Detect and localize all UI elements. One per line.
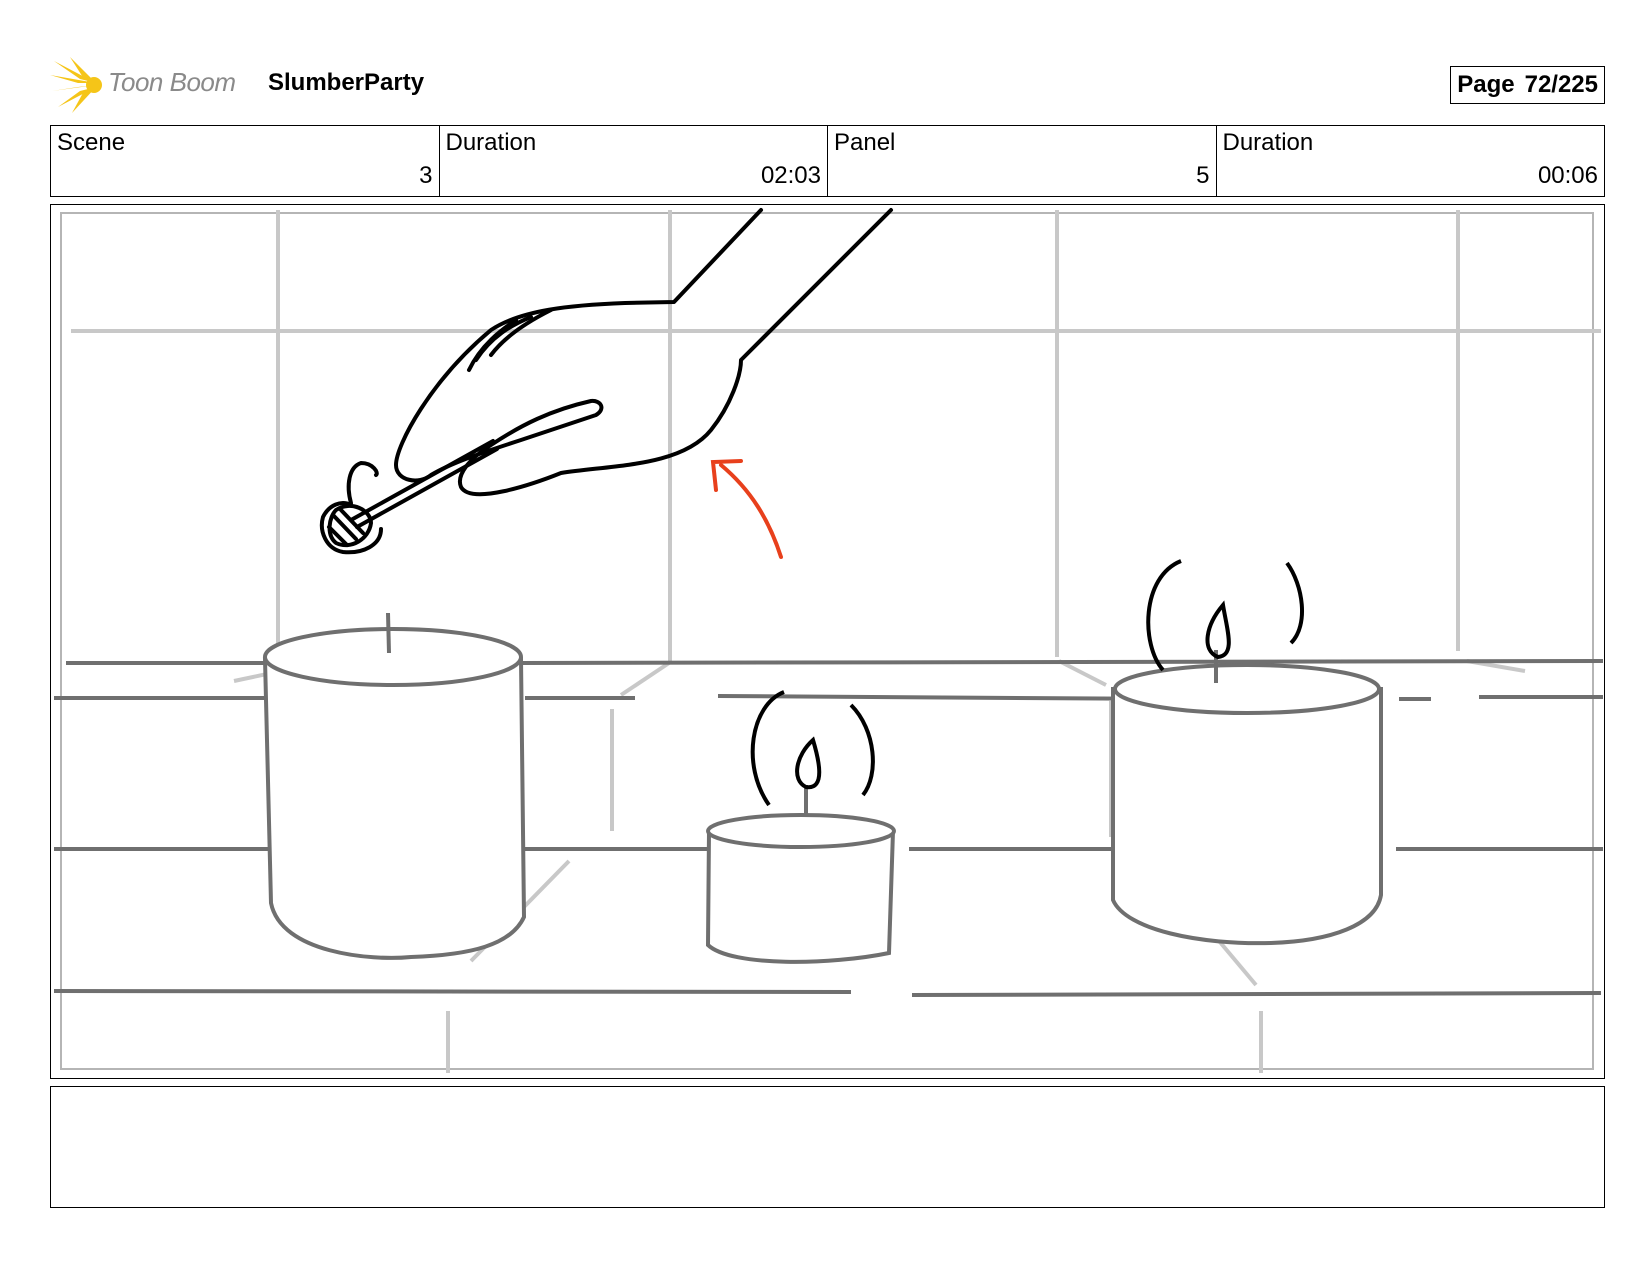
panel-duration-label: Duration xyxy=(1222,129,1314,156)
left-candle xyxy=(262,627,527,960)
left-candle-wick xyxy=(386,612,391,654)
logo-text: Toon Boom xyxy=(108,67,236,97)
hand-with-match xyxy=(320,208,893,555)
page-number: 72/225 xyxy=(1524,71,1598,98)
page-label: Page xyxy=(1457,71,1515,98)
panel-cell: Panel 5 xyxy=(828,126,1217,196)
toon-boom-star-icon xyxy=(50,57,102,113)
panel-duration-value: 00:06 xyxy=(1537,162,1598,189)
right-candle xyxy=(1111,663,1383,946)
panel-label: Panel xyxy=(834,129,896,156)
scene-cell: Scene 3 xyxy=(51,126,440,196)
page-header: Toon Boom SlumberParty Page 72/225 xyxy=(50,55,1605,115)
toon-boom-logo: Toon Boom xyxy=(50,57,250,113)
right-flame xyxy=(1146,559,1304,672)
middle-flame xyxy=(750,690,875,807)
shot-info-row: Scene 3 Duration 02:03 Panel 5 Duration … xyxy=(50,125,1605,197)
project-title: SlumberParty xyxy=(268,69,425,96)
scene-duration-cell: Duration 02:03 xyxy=(440,126,828,196)
page-indicator: Page 72/225 xyxy=(1450,66,1605,104)
scene-label: Scene xyxy=(57,129,126,156)
safe-frame xyxy=(60,212,1594,1070)
panel-sketch xyxy=(53,208,1603,1073)
panel-notes-box xyxy=(50,1086,1605,1208)
panel-duration-cell: Duration 00:06 xyxy=(1217,126,1605,196)
panel-value: 5 xyxy=(1196,162,1210,189)
storyboard-panel xyxy=(50,204,1605,1079)
shelf-lines xyxy=(53,659,1603,997)
middle-candle xyxy=(705,813,896,964)
scene-value: 3 xyxy=(419,162,433,189)
scene-duration-value: 02:03 xyxy=(760,162,821,189)
scene-duration-label: Duration xyxy=(445,129,537,156)
red-arrow-icon xyxy=(710,459,783,559)
